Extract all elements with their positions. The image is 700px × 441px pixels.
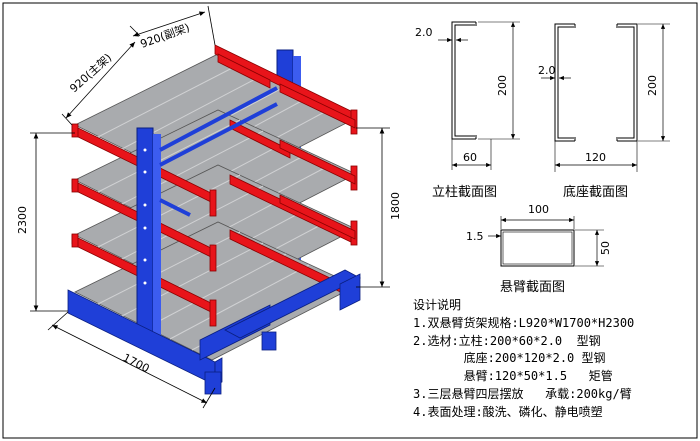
column-width-label: 60 xyxy=(463,151,477,164)
label-1700: 1700 xyxy=(121,351,152,375)
arm-thickness-label: 1.5 xyxy=(466,230,484,243)
cross-braces xyxy=(159,86,278,217)
base-width-label: 120 xyxy=(585,151,606,164)
rack-dimensions xyxy=(30,5,390,409)
front-column xyxy=(136,127,161,339)
dim-line-width xyxy=(51,324,208,404)
column-thickness-label: 2.0 xyxy=(415,26,433,39)
arm-section-title: 悬臂截面图 xyxy=(500,280,565,295)
arm-width-label: 100 xyxy=(528,203,549,216)
column-section-drawing xyxy=(438,21,520,170)
notes-heading: 设计说明 xyxy=(413,298,462,312)
base-section-drawing xyxy=(541,23,670,172)
base-section-title: 底座截面图 xyxy=(563,184,628,200)
notes-line-1: 1.双悬臂货架规格:L920*W1700*H2300 xyxy=(413,315,635,330)
arm-section-drawing xyxy=(488,216,604,267)
notes-line-2: 2.选材:立柱:200*60*2.0 型钢 xyxy=(413,333,601,348)
column-section-title: 立柱截面图 xyxy=(432,185,497,200)
notes-line-6: 4.表面处理:酸洗、磷化、静电喷塑 xyxy=(413,404,603,419)
dim-line-top-sub xyxy=(132,11,206,37)
label-920-main: 920(主架) xyxy=(67,51,114,95)
notes-line-4: 悬臂:120*50*1.5 矩管 xyxy=(413,369,613,384)
rack-illustration xyxy=(67,44,361,395)
base-height-label: 200 xyxy=(646,75,659,96)
notes-line-3: 底座:200*120*2.0 型钢 xyxy=(413,351,606,366)
label-1800: 1800 xyxy=(389,192,402,220)
base-thickness-label: 2.0 xyxy=(538,64,556,77)
notes-line-5: 3.三层悬臂四层摆放 承载:200kg/臂 xyxy=(413,386,632,401)
dim-line-top-main xyxy=(65,41,136,119)
column-height-label: 200 xyxy=(496,75,509,96)
arm-height-label: 50 xyxy=(599,241,612,255)
label-2300: 2300 xyxy=(16,206,29,234)
design-notes: 设计说明 1.双悬臂货架规格:L920*W1700*H2300 2.选材:立柱:… xyxy=(413,297,700,422)
